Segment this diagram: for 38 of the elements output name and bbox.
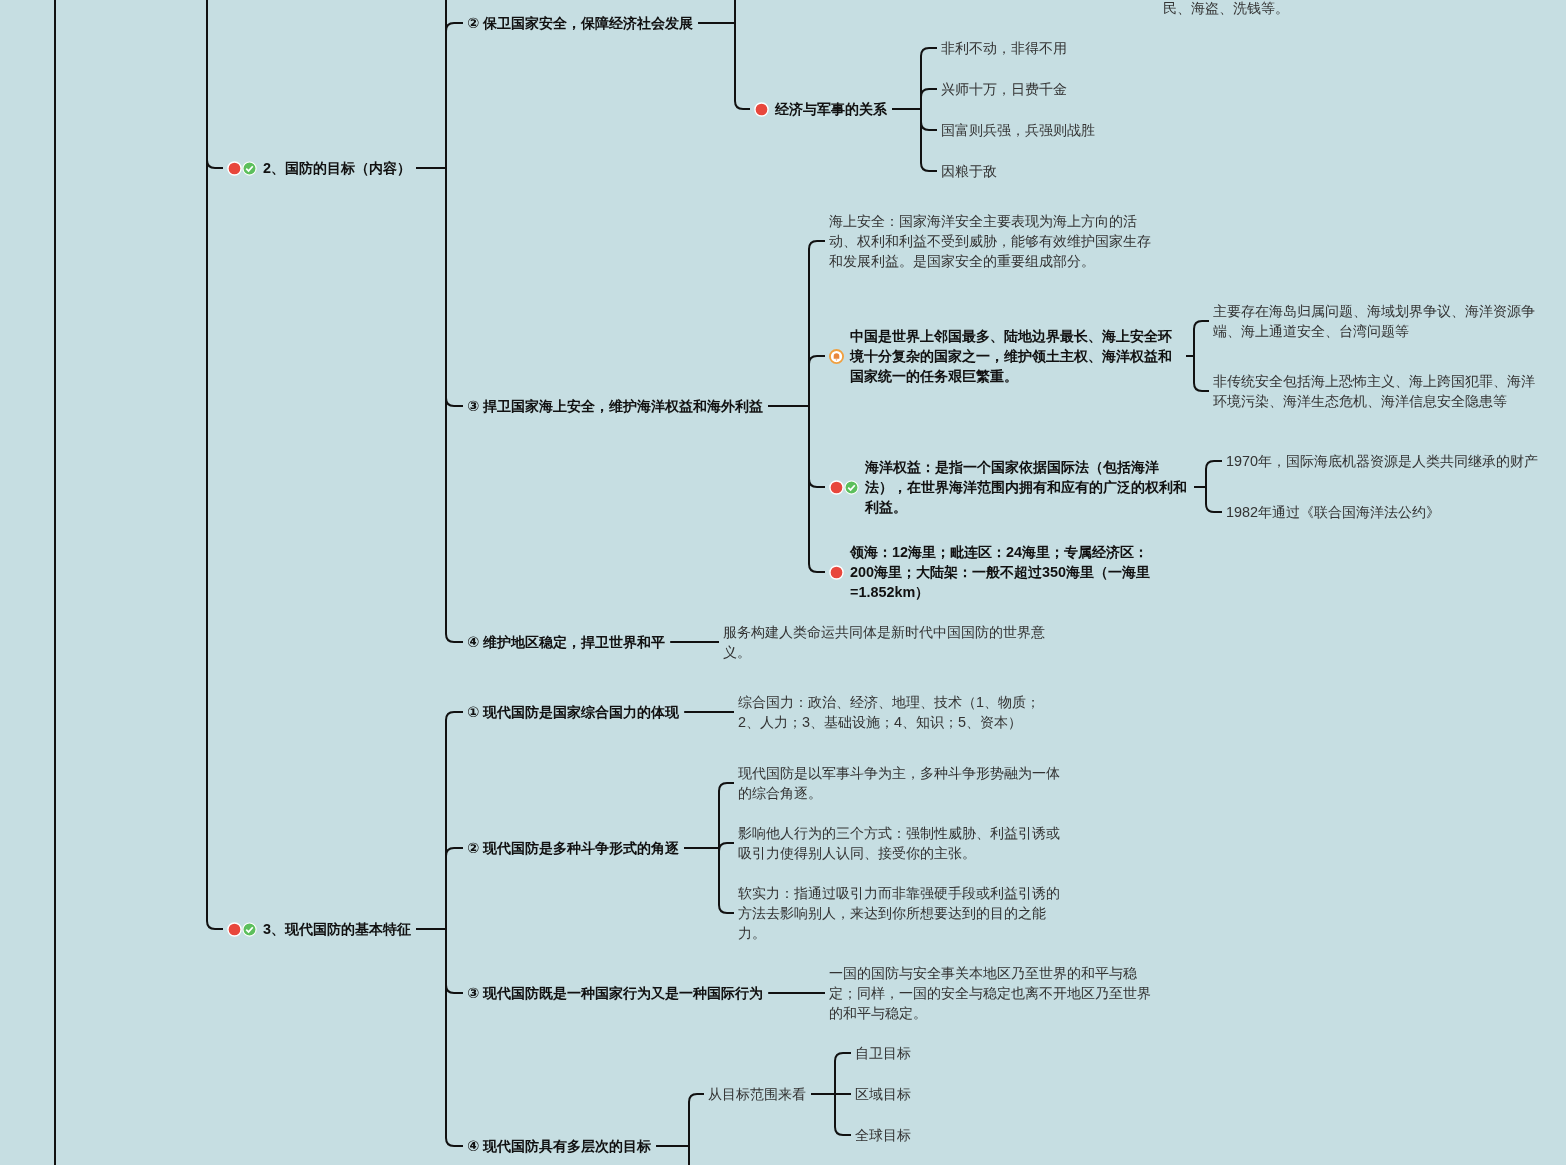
connector-line bbox=[669, 641, 720, 643]
topic-text: ④ 现代国防具有多层次的目标 bbox=[467, 1137, 652, 1156]
note-text: 海上安全：国家海洋安全主要表现为海上方向的活动、权利和利益不受到威胁，能够有效维护国家生存和发展利益。是国家安全的重要组成部分。 bbox=[829, 212, 1151, 271]
note-text: 国富则兵强，兵强则战胜 bbox=[941, 121, 1095, 140]
topic-text: ② 现代国防是多种斗争形式的角逐 bbox=[467, 839, 680, 858]
topic-text: 中国是世界上邻国最多、陆地边界最长、海上安全环境十分复杂的国家之一，维护领土主权、海洋权益和国家统一的任务艰巨繁重。 bbox=[850, 327, 1173, 386]
note-text: 民、海盗、洗钱等。 bbox=[1163, 0, 1289, 18]
note-text: 自卫目标 bbox=[855, 1044, 911, 1063]
note-text: 一国的国防与安全事关本地区乃至世界的和平与稳定；同样，一国的安全与稳定也离不开地区乃至世界的和平与稳定。 bbox=[829, 964, 1151, 1023]
note-text: 主要存在海岛归属问题、海域划界争议、海洋资源争端、海上通道安全、台湾问题等 bbox=[1213, 302, 1536, 341]
note-text: 1982年通过《联合国海洋法公约》 bbox=[1226, 503, 1440, 522]
topic-text: 2、国防的目标（内容） bbox=[263, 159, 411, 178]
topic-text: ② 保卫国家安全，保障经济社会发展 bbox=[467, 14, 694, 33]
topic-text: ④ 维护地区稳定，捍卫世界和平 bbox=[467, 633, 666, 652]
note-text: 1970年，国际海底机器资源是人类共同继承的财产 bbox=[1226, 452, 1538, 471]
note-text: 兴师十万，日费千金 bbox=[941, 80, 1067, 99]
note-text: 非传统安全包括海上恐怖主义、海上跨国犯罪、海洋环境污染、海洋生态危机、海洋信息安全隐患等 bbox=[1213, 372, 1536, 411]
connector-line bbox=[655, 1145, 690, 1165]
topic-text: 领海：12海里；毗连区：24海里；专属经济区：200海里；大陆架：一般不超过350海里（一海里=1.852km） bbox=[850, 543, 1152, 602]
note-text: 因粮于敌 bbox=[941, 162, 997, 181]
note-text: 现代国防是以军事斗争为主，多种斗争形势融为一体的综合角逐。 bbox=[738, 764, 1060, 803]
note-text: 影响他人行为的三个方式：强制性威胁、利益引诱或吸引力使得别人认同、接受你的主张。 bbox=[738, 824, 1060, 863]
connector-line bbox=[1193, 486, 1223, 513]
topic-text: ③ 现代国防既是一种国家行为又是一种国际行为 bbox=[467, 984, 764, 1003]
note-text: 服务构建人类命运共同体是新时代中国国防的世界意义。 bbox=[723, 623, 1045, 662]
connector-line bbox=[767, 992, 826, 994]
note-text: 全球目标 bbox=[855, 1126, 911, 1145]
note-text: 区域目标 bbox=[855, 1085, 911, 1104]
note-text: 综合国力：政治、经济、地理、技术（1、物质；2、人力；3、基础设施；4、知识；5、资本） bbox=[738, 693, 1041, 732]
connector-line bbox=[683, 711, 735, 713]
note-text: 非利不动，非得不用 bbox=[941, 39, 1067, 58]
topic-text: 海洋权益：是指一个国家依据国际法（包括海洋法），在世界海洋范围内拥有和应有的广泛的权利和利益。 bbox=[865, 458, 1188, 517]
note-text: 软实力：指通过吸引力而非靠强硬手段或利益引诱的方法去影响别人，来达到你所想要达到的目的之能力。 bbox=[738, 884, 1060, 943]
topic-text: 经济与军事的关系 bbox=[775, 100, 887, 119]
topic-text: ① 现代国防是国家综合国力的体现 bbox=[467, 703, 680, 722]
note-text: 从目标范围来看 bbox=[708, 1085, 806, 1104]
topic-text: 3、现代国防的基本特征 bbox=[263, 920, 411, 939]
topic-text: ③ 捍卫国家海上安全，维护海洋权益和海外利益 bbox=[467, 397, 764, 416]
